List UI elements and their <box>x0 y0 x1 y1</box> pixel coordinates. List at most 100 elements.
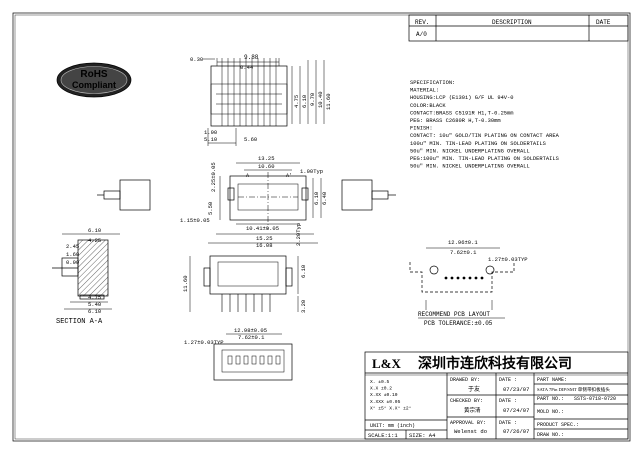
drawn-by-value: 于友 <box>468 385 480 393</box>
rohs-logo: RoHS Compliant <box>56 62 132 98</box>
part-name-value: SATA 7Pin DIP/SMT 单侧带扣板插头 <box>537 386 610 393</box>
front-view: 11.60 6.10 3.20 <box>182 255 307 313</box>
dim-1325: 13.25 <box>258 155 275 162</box>
dim-510: 5.10 <box>204 136 217 143</box>
dim-1040: 10.40 <box>317 91 324 108</box>
bottom-dim-762: 7.62±0.1 <box>238 334 265 341</box>
dim-610-top: 6.10 <box>301 95 308 108</box>
draw-no-label: DRAW NO.: <box>537 432 564 438</box>
sec-dim-610-bottom: 6.10 <box>88 308 101 315</box>
scale-label: SCALE:1:1 <box>368 432 398 439</box>
spec-line: 100u" MIN. TIN-LEAD PLATING ON SOLDERTAI… <box>410 141 546 147</box>
dim-115: 1.15±0.05 <box>180 217 210 224</box>
dim-1525: 15.25 <box>256 235 273 242</box>
spec-line: HOUSING:LCP (E130i) G/F UL 94V-0 <box>410 95 514 101</box>
front-dim-610: 6.10 <box>300 265 307 278</box>
tolerance-line: X° ±5° X.X° ±2° <box>370 405 412 411</box>
dim-1608: 16.08 <box>256 242 273 249</box>
bottom-dim-1298: 12.98±0.05 <box>234 327 267 334</box>
bottom-dim-127: 1.27±0.03TYP <box>184 339 224 346</box>
dim-044: 0.44 <box>240 64 254 71</box>
title-block-text: UNIT: mm (inch) SCALE:1:1 SIZE: A4 DRAWE… <box>368 377 616 439</box>
pcb-dim-1296: 12.96±0.1 <box>448 239 478 246</box>
outer-frame <box>12 12 631 442</box>
sec-dim-540: 5.40 <box>88 301 101 308</box>
spec-line: CONTACT: 10u" GOLD/TIN PLATING ON CONTAC… <box>410 133 560 139</box>
top-view: 9.88 0.44 0.30 4.75 6.10 9.70 10.40 11.6… <box>190 54 332 146</box>
pcb-dim-762: 7.62±0.1 <box>450 249 477 256</box>
dim-100-typ: 1.00Typ <box>300 168 323 175</box>
sec-dim-425: 4.25 <box>88 237 101 244</box>
spec-line: 50u" MIN. NICKEL UNDERPLATING OVERALL <box>410 148 530 154</box>
tolerance-line: X.XXX ±0.05 <box>370 399 401 405</box>
pcb-caption: RECOMMEND PCB LAYOUT <box>418 311 490 318</box>
tolerance-table: X. ±0.5X.X ±0.2X.XX ±0.10X.XXX ±0.05X° ±… <box>370 379 412 411</box>
unit-label: UNIT: mm (inch) <box>370 423 415 429</box>
spec-line: 50u" MIN. NICKEL UNDERPLATING OVERALL <box>410 164 530 170</box>
rohs-text: RoHS <box>80 69 108 80</box>
section-a-a: 6.10 4.25 2.45 1.60 0.90 4.75 5.40 6.10 … <box>52 227 120 326</box>
front-dim-320: 3.20 <box>300 300 307 313</box>
dim-475: 4.75 <box>293 95 300 108</box>
date-value-3: 07/26/07 <box>503 428 529 435</box>
dim-1060: 10.60 <box>258 163 275 170</box>
pcb-tolerance: PCB TOLERANCE:±0.05 <box>424 320 493 327</box>
checked-by-label: CHECKED BY: <box>450 398 483 404</box>
sec-dim-610-top: 6.10 <box>88 227 101 234</box>
product-spec-label: PRODUCT SPEC.: <box>537 422 579 428</box>
dim-560: 5.60 <box>244 136 257 143</box>
tolerance-line: X.X ±0.2 <box>370 386 392 392</box>
company-name: 深圳市连欣科技有限公司 <box>418 355 572 372</box>
approval-by-value: Welenst do <box>454 428 487 435</box>
dim-970: 9.70 <box>309 93 316 106</box>
dim-640: 6.40 <box>321 192 328 205</box>
inner-frame <box>14 14 629 440</box>
drawn-by-label: DRAWED BY: <box>450 377 480 383</box>
date-value-1: 07/23/07 <box>503 386 529 393</box>
tolerance-line: X. ±0.5 <box>370 379 390 385</box>
approval-by-label: APPROVAL BY: <box>450 420 486 426</box>
rev-header: REV. <box>415 19 429 26</box>
date-header: DATE <box>596 19 611 26</box>
spec-line: COLOR:BLACK <box>410 103 446 109</box>
date-value-2: 07/24/07 <box>503 407 529 414</box>
revision-table: REV. DESCRIPTION DATE A/0 <box>408 14 629 42</box>
mold-no-label: MOLD NO.: <box>537 409 564 415</box>
part-no-label: PART NO.: <box>537 396 564 402</box>
date-label-2: DATE : <box>499 398 517 404</box>
plan-view: 13.25 10.60 A A' 2.25±0.05 5.50 1.00Typ … <box>180 155 328 249</box>
side-view-left <box>97 179 151 211</box>
side-view-right <box>341 179 396 211</box>
description-header: DESCRIPTION <box>492 19 532 26</box>
date-label-1: DATE : <box>499 377 517 383</box>
spec-line: CONTACT:BRASS C5191R H1,T-0.25mm <box>410 110 514 116</box>
bottom-view: 12.98±0.05 7.62±0.1 1.27±0.03TYP <box>184 327 293 381</box>
tolerance-line: X.XX ±0.10 <box>370 392 398 398</box>
dim-220-typ: 2.20Typ <box>295 223 302 246</box>
dim-225: 2.25±0.05 <box>210 162 217 192</box>
front-dim-1160: 11.60 <box>182 275 189 292</box>
dim-1160-top: 11.60 <box>325 93 332 110</box>
section-label: SECTION A-A <box>56 318 103 326</box>
dim-030: 0.30 <box>190 56 203 63</box>
rohs-compliant-text: Compliant <box>72 80 116 90</box>
spec-line: PEG:100u" MIN. TIN-LEAD PLATING ON SOLDE… <box>410 156 559 162</box>
sec-dim-245: 2.45 <box>66 243 79 250</box>
specification-notes: SPECIFICATION: MATERIAL:HOUSING:LCP (E130… <box>410 80 560 170</box>
spec-line: PEG: BRASS C2680R H,T-0.30mm <box>410 118 501 124</box>
spec-line: FINISH: <box>410 126 433 132</box>
sec-dim-090: 0.90 <box>66 259 79 266</box>
spec-line: MATERIAL: <box>410 88 439 94</box>
title-block: L&X 深圳市连欣科技有限公司 <box>364 351 629 440</box>
pcb-layout: 12.96±0.1 7.62±0.1 1.27±0.03TYP RECOMMEN… <box>409 239 528 327</box>
checked-by-value: 黄宗清 <box>464 406 481 414</box>
dim-550: 5.50 <box>207 202 214 215</box>
dim-190: 1.90 <box>204 129 217 136</box>
company-abbr: L&X <box>372 356 402 371</box>
part-name-label: PART NAME: <box>537 377 567 383</box>
spec-line: SPECIFICATION: <box>410 80 455 86</box>
date-label-3: DATE : <box>499 420 517 426</box>
pcb-dim-127: 1.27±0.03TYP <box>488 256 528 263</box>
